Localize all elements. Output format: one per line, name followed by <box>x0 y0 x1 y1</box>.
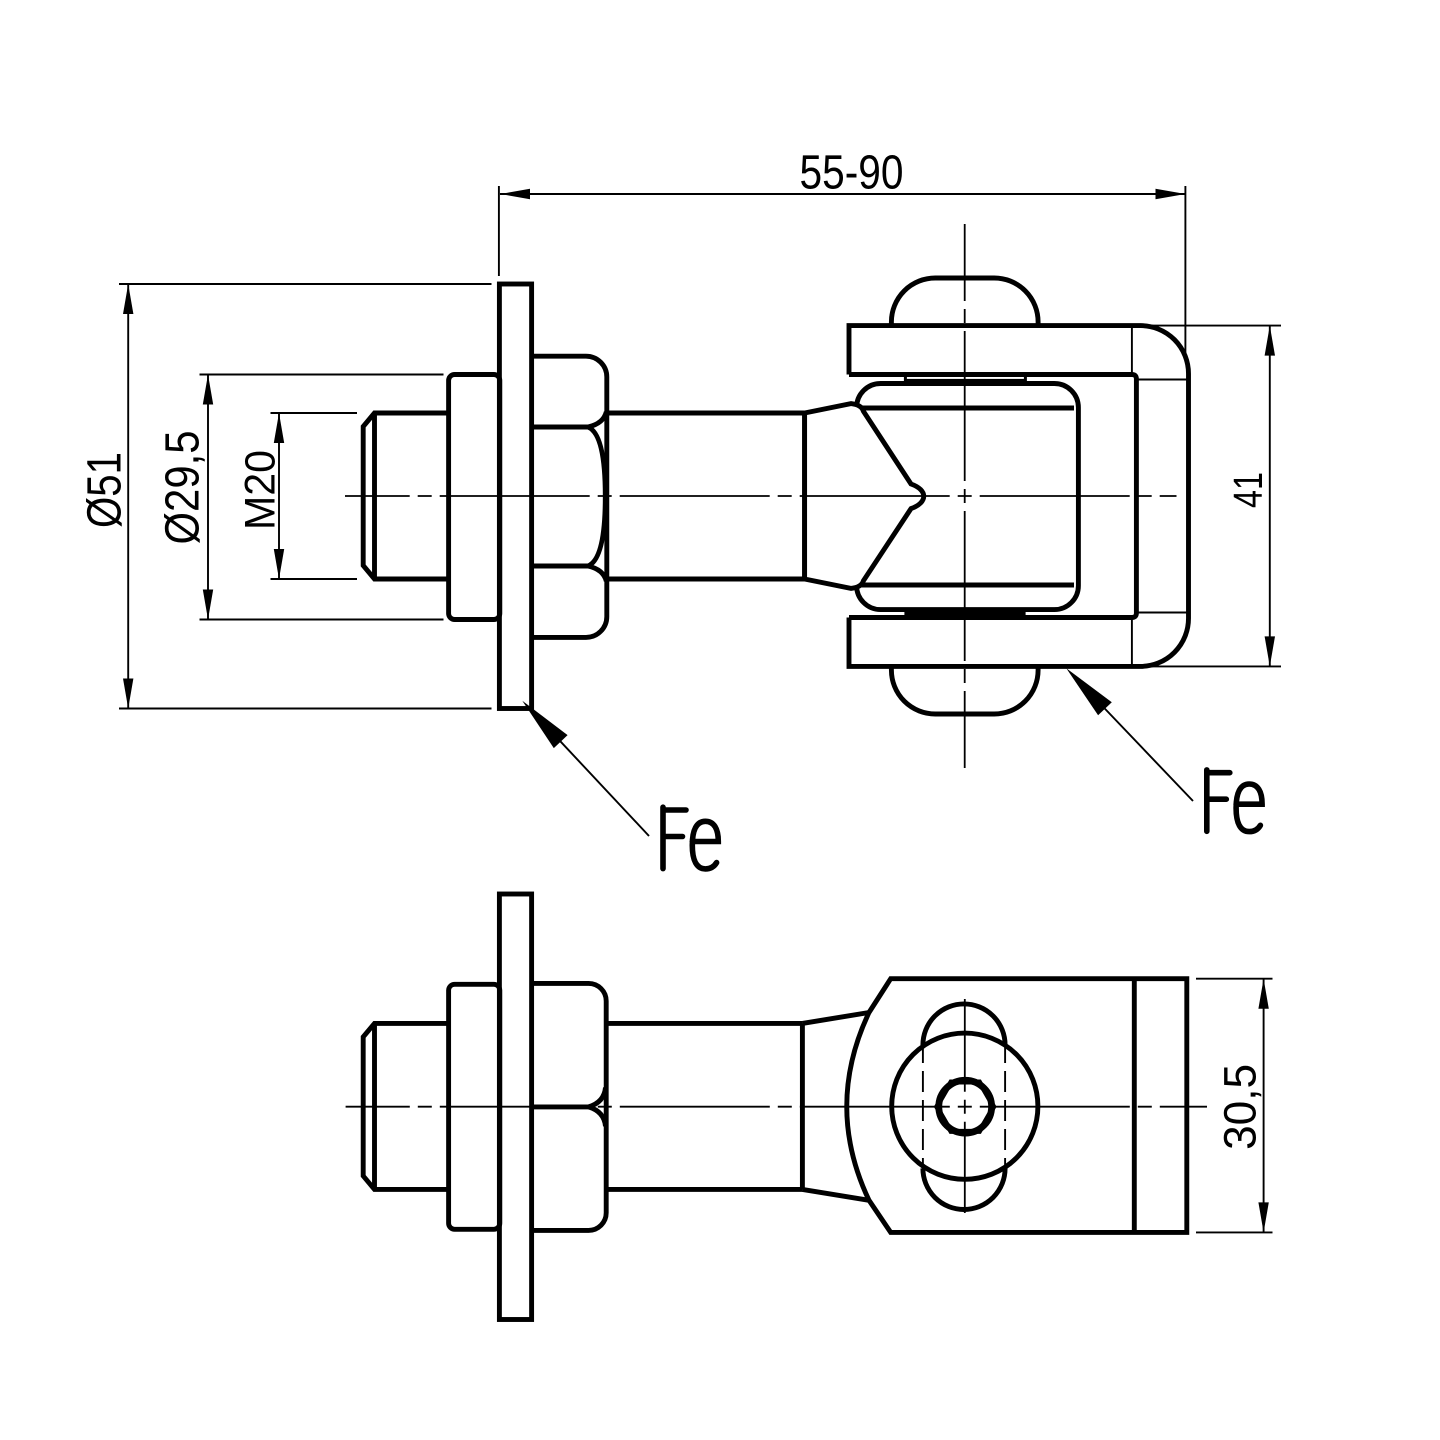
svg-text:Ø51: Ø51 <box>79 452 132 528</box>
svg-text:30,5: 30,5 <box>1215 1064 1266 1150</box>
svg-text:41: 41 <box>1225 472 1271 508</box>
svg-text:55-90: 55-90 <box>800 147 904 200</box>
svg-text:Ø29,5: Ø29,5 <box>157 431 210 545</box>
svg-text:M20: M20 <box>237 450 285 530</box>
